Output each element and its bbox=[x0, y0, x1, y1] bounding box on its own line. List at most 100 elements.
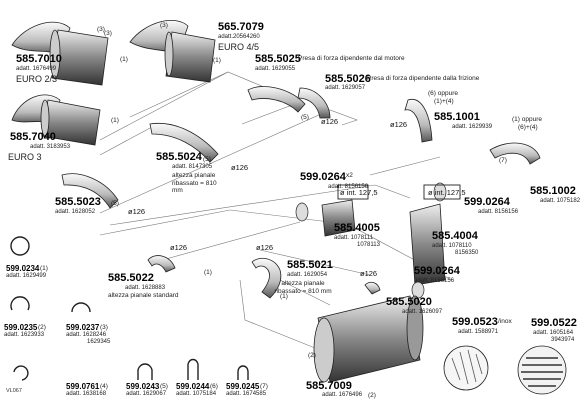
part-adatt-599-0523: adatt. 1588971 bbox=[458, 329, 499, 335]
dia-int-127-a: ø int. 127,5 bbox=[340, 188, 378, 197]
accessory-icons bbox=[10, 236, 249, 381]
part-code-585-7040: 585.7040 bbox=[10, 131, 56, 143]
acc-adatt-599-0237: adatt. 1628246 bbox=[66, 332, 107, 338]
dia-int-127-b: ø int. 127,5 bbox=[428, 188, 466, 197]
part-note-585-5026: Presa di forza dipendente dalla frizione bbox=[367, 75, 480, 82]
part-adatt-585-5022: adatt. 1628883 bbox=[125, 285, 166, 291]
pipes bbox=[61, 86, 541, 299]
callout-5-c: (5) bbox=[111, 200, 119, 207]
callout-2: (2) bbox=[308, 352, 316, 359]
acc-adatt-599-0234: adatt. 1629499 bbox=[6, 273, 47, 279]
oppure-note-1b: (1)+(4) bbox=[434, 98, 454, 105]
dia-126-b: ø126 bbox=[390, 120, 408, 129]
dia-126-f: ø126 bbox=[256, 243, 274, 252]
part-adatt-585-7010: adatt. 1676499 bbox=[16, 66, 57, 72]
part-adatt-565-7079: adatt.20564260 bbox=[218, 34, 260, 40]
acc-code-599-0234: 599.0234 bbox=[6, 264, 40, 273]
part-code-585-5021: 585.5021 bbox=[287, 259, 333, 271]
part-adatt-585-5023: adatt. 1628052 bbox=[55, 209, 96, 215]
grille-599-0522 bbox=[517, 345, 567, 395]
callout-3-c: (3) bbox=[160, 22, 168, 29]
silencer-585-7009 bbox=[313, 295, 424, 383]
acc-adatt-599-0243: adatt. 1629067 bbox=[126, 391, 167, 397]
part-adatt-585-5026: adatt. 1629057 bbox=[325, 85, 366, 91]
dia-126-g: ø126 bbox=[360, 269, 378, 278]
callout-1-e: (1) bbox=[280, 293, 288, 300]
part-code-599-0264-b: 599.0264 bbox=[464, 196, 510, 208]
part-adatt-585-1001: adatt. 1629939 bbox=[452, 124, 493, 130]
part-note-585-5021: altezza pianale ribassato = 810 mm bbox=[274, 280, 332, 295]
acc-code-599-0761: 599.0761 bbox=[66, 382, 100, 391]
part-adatt-599-0264-a: adatt. 8156156 bbox=[328, 184, 369, 190]
part-code-565-7079: 565.7079 bbox=[218, 21, 264, 33]
acc-code-599-0245: 599.0245 bbox=[226, 382, 260, 391]
oppure-note-1a: (6) oppure bbox=[428, 90, 458, 97]
part-code-585-1001: 585.1001 bbox=[434, 111, 480, 123]
bracket-icons bbox=[337, 184, 461, 200]
part-adatt-599-0264-c: adatt. 8156156 bbox=[414, 278, 455, 284]
dia-126-e: ø126 bbox=[170, 243, 188, 252]
part-code-585-5020: 585.5020 bbox=[386, 296, 432, 308]
part-adatt-585-4005: adatt. 1078111 bbox=[334, 235, 374, 241]
callout-1-c: (1) bbox=[111, 117, 119, 124]
callout-1-b: (1) bbox=[213, 57, 221, 64]
part-adatt-585-7009: adatt. 1676496 bbox=[322, 392, 363, 398]
acc-adatt-599-0761: adatt. 1638168 bbox=[66, 391, 107, 397]
callout-1-a: (1) bbox=[120, 56, 128, 63]
callout-3-b: (3) bbox=[104, 30, 112, 37]
page-reference: VL067 bbox=[6, 388, 22, 394]
part-code-585-5023: 585.5023 bbox=[55, 196, 101, 208]
acc-code-599-0243: 599.0243 bbox=[126, 382, 160, 391]
dia-126-c: ø126 bbox=[231, 163, 249, 172]
acc-num-599-0234: (1) bbox=[40, 265, 48, 272]
part-adatt-599-0522: adatt. 1605164 bbox=[533, 330, 574, 336]
part-code-585-5024: 585.5024 bbox=[156, 151, 202, 163]
acc-adatt-599-0245: adatt. 1674585 bbox=[226, 391, 267, 397]
part-num-585-7009: (2) bbox=[368, 392, 376, 399]
part-note-euro3: EURO 3 bbox=[8, 152, 42, 162]
oppure-note-2b: (6)+(4) bbox=[518, 124, 538, 131]
dia-126-d: ø126 bbox=[128, 207, 146, 216]
acc-num-599-0243: (5) bbox=[160, 383, 168, 390]
part-code-585-5022: 585.5022 bbox=[108, 272, 154, 284]
part-code-585-7009: 585.7009 bbox=[306, 380, 352, 392]
part-note-euro23: EURO 2/3 bbox=[16, 74, 58, 84]
part-code-599-0264-a: 599.0264 bbox=[300, 171, 346, 183]
part-adatt-585-5021: adatt. 1629054 bbox=[287, 272, 328, 278]
callout-5-a: (5) bbox=[301, 114, 309, 121]
acc-code-599-0244: 599.0244 bbox=[176, 382, 210, 391]
callout-1-d: (1) bbox=[204, 269, 212, 276]
part-code-585-1002: 585.1002 bbox=[530, 185, 576, 197]
clamps bbox=[295, 182, 447, 299]
acc-num-599-0235: (2) bbox=[38, 324, 46, 331]
part-adatt-585-5025: adatt. 1629055 bbox=[255, 66, 296, 72]
part-adatt-599-0264-b: adatt. 8156156 bbox=[478, 209, 519, 215]
part-code-585-5025: 585.5025 bbox=[255, 53, 301, 65]
callout-3-a: (3) bbox=[97, 26, 105, 33]
acc-num-599-0244: (6) bbox=[210, 383, 218, 390]
oppure-note-2a: (1) oppure bbox=[512, 116, 542, 123]
acc-code-599-0235: 599.0235 bbox=[4, 323, 38, 332]
acc-num-599-0245: (7) bbox=[260, 383, 268, 390]
callout-7: (7) bbox=[499, 157, 507, 164]
part-adatt-585-4004: adatt. 1078110 bbox=[432, 243, 472, 249]
part-code-599-0522: 599.0522 bbox=[531, 317, 577, 329]
part-code-599-0264-c: 599.0264 bbox=[414, 265, 460, 277]
part-code-585-4005: 585.4005 bbox=[334, 222, 380, 234]
heat-shield-599-0523 bbox=[443, 345, 489, 391]
acc-adatt-599-0244: adatt. 1075184 bbox=[176, 391, 217, 397]
part-adatt-585-5024: adatt. 8147305 bbox=[172, 164, 213, 170]
callout-5-b: (5) bbox=[203, 156, 211, 163]
acc-num-599-0761: (4) bbox=[100, 383, 108, 390]
part-code-585-7010: 585.7010 bbox=[16, 53, 62, 65]
part-adatt2-585-4005: 1078113 bbox=[357, 242, 380, 248]
part-adatt-585-7040: adatt. 3183953 bbox=[30, 144, 71, 150]
silencer-565-7079 bbox=[129, 19, 216, 83]
silencer-585-7010 bbox=[11, 21, 109, 86]
part-note-585-5024: altezza pianale ribassato = 810 mm bbox=[172, 172, 217, 194]
part-adatt2-585-4004: 8156350 bbox=[455, 250, 479, 256]
part-note-599-0264-a: x2 bbox=[346, 172, 353, 179]
dia-126-a: ø126 bbox=[321, 117, 339, 126]
acc-code-599-0237: 599.0237 bbox=[66, 323, 100, 332]
